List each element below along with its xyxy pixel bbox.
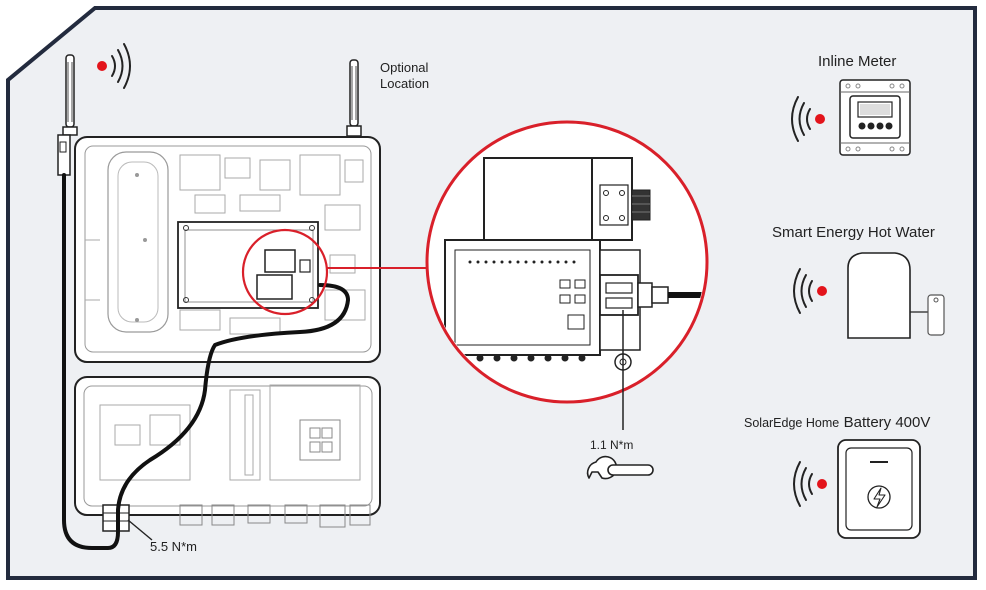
antenna-main (57, 54, 78, 176)
antenna-cable (62, 173, 350, 550)
battery-label-prefix: SolarEdge Home (744, 416, 840, 430)
hot-water-device (847, 252, 945, 339)
callout-small-circle (241, 228, 329, 316)
optional-location-line2: Location (380, 76, 430, 91)
battery-device (837, 439, 921, 539)
callout-zoom (425, 120, 709, 430)
antenna-connector-torque-label: 1.1 N*m (590, 438, 634, 452)
wireless-signal-icon (793, 268, 827, 314)
inverter-upper-enclosure (74, 136, 381, 363)
antenna-optional (346, 59, 362, 137)
wireless-signal-icon (791, 96, 825, 142)
inverter-lower-enclosure (74, 376, 381, 532)
lightning-bolt-icon (867, 485, 891, 509)
battery-label-name: Battery 400V (843, 414, 931, 431)
battery-label: SolarEdge Home Battery 400V (744, 414, 930, 432)
gland-torque-leader (127, 519, 153, 541)
wireless-signal-icon (793, 461, 827, 507)
inline-meter-label: Inline Meter (818, 53, 897, 70)
wireless-signal-icon (97, 43, 131, 89)
wrench-icon (586, 455, 654, 480)
optional-location-label: Optional Location (380, 60, 429, 92)
inline-meter-device (839, 79, 911, 156)
hot-water-label: Smart Energy Hot Water (772, 224, 935, 241)
optional-location-line1: Optional (380, 60, 429, 75)
cable-gland-torque-label: 5.5 N*m (150, 539, 197, 554)
